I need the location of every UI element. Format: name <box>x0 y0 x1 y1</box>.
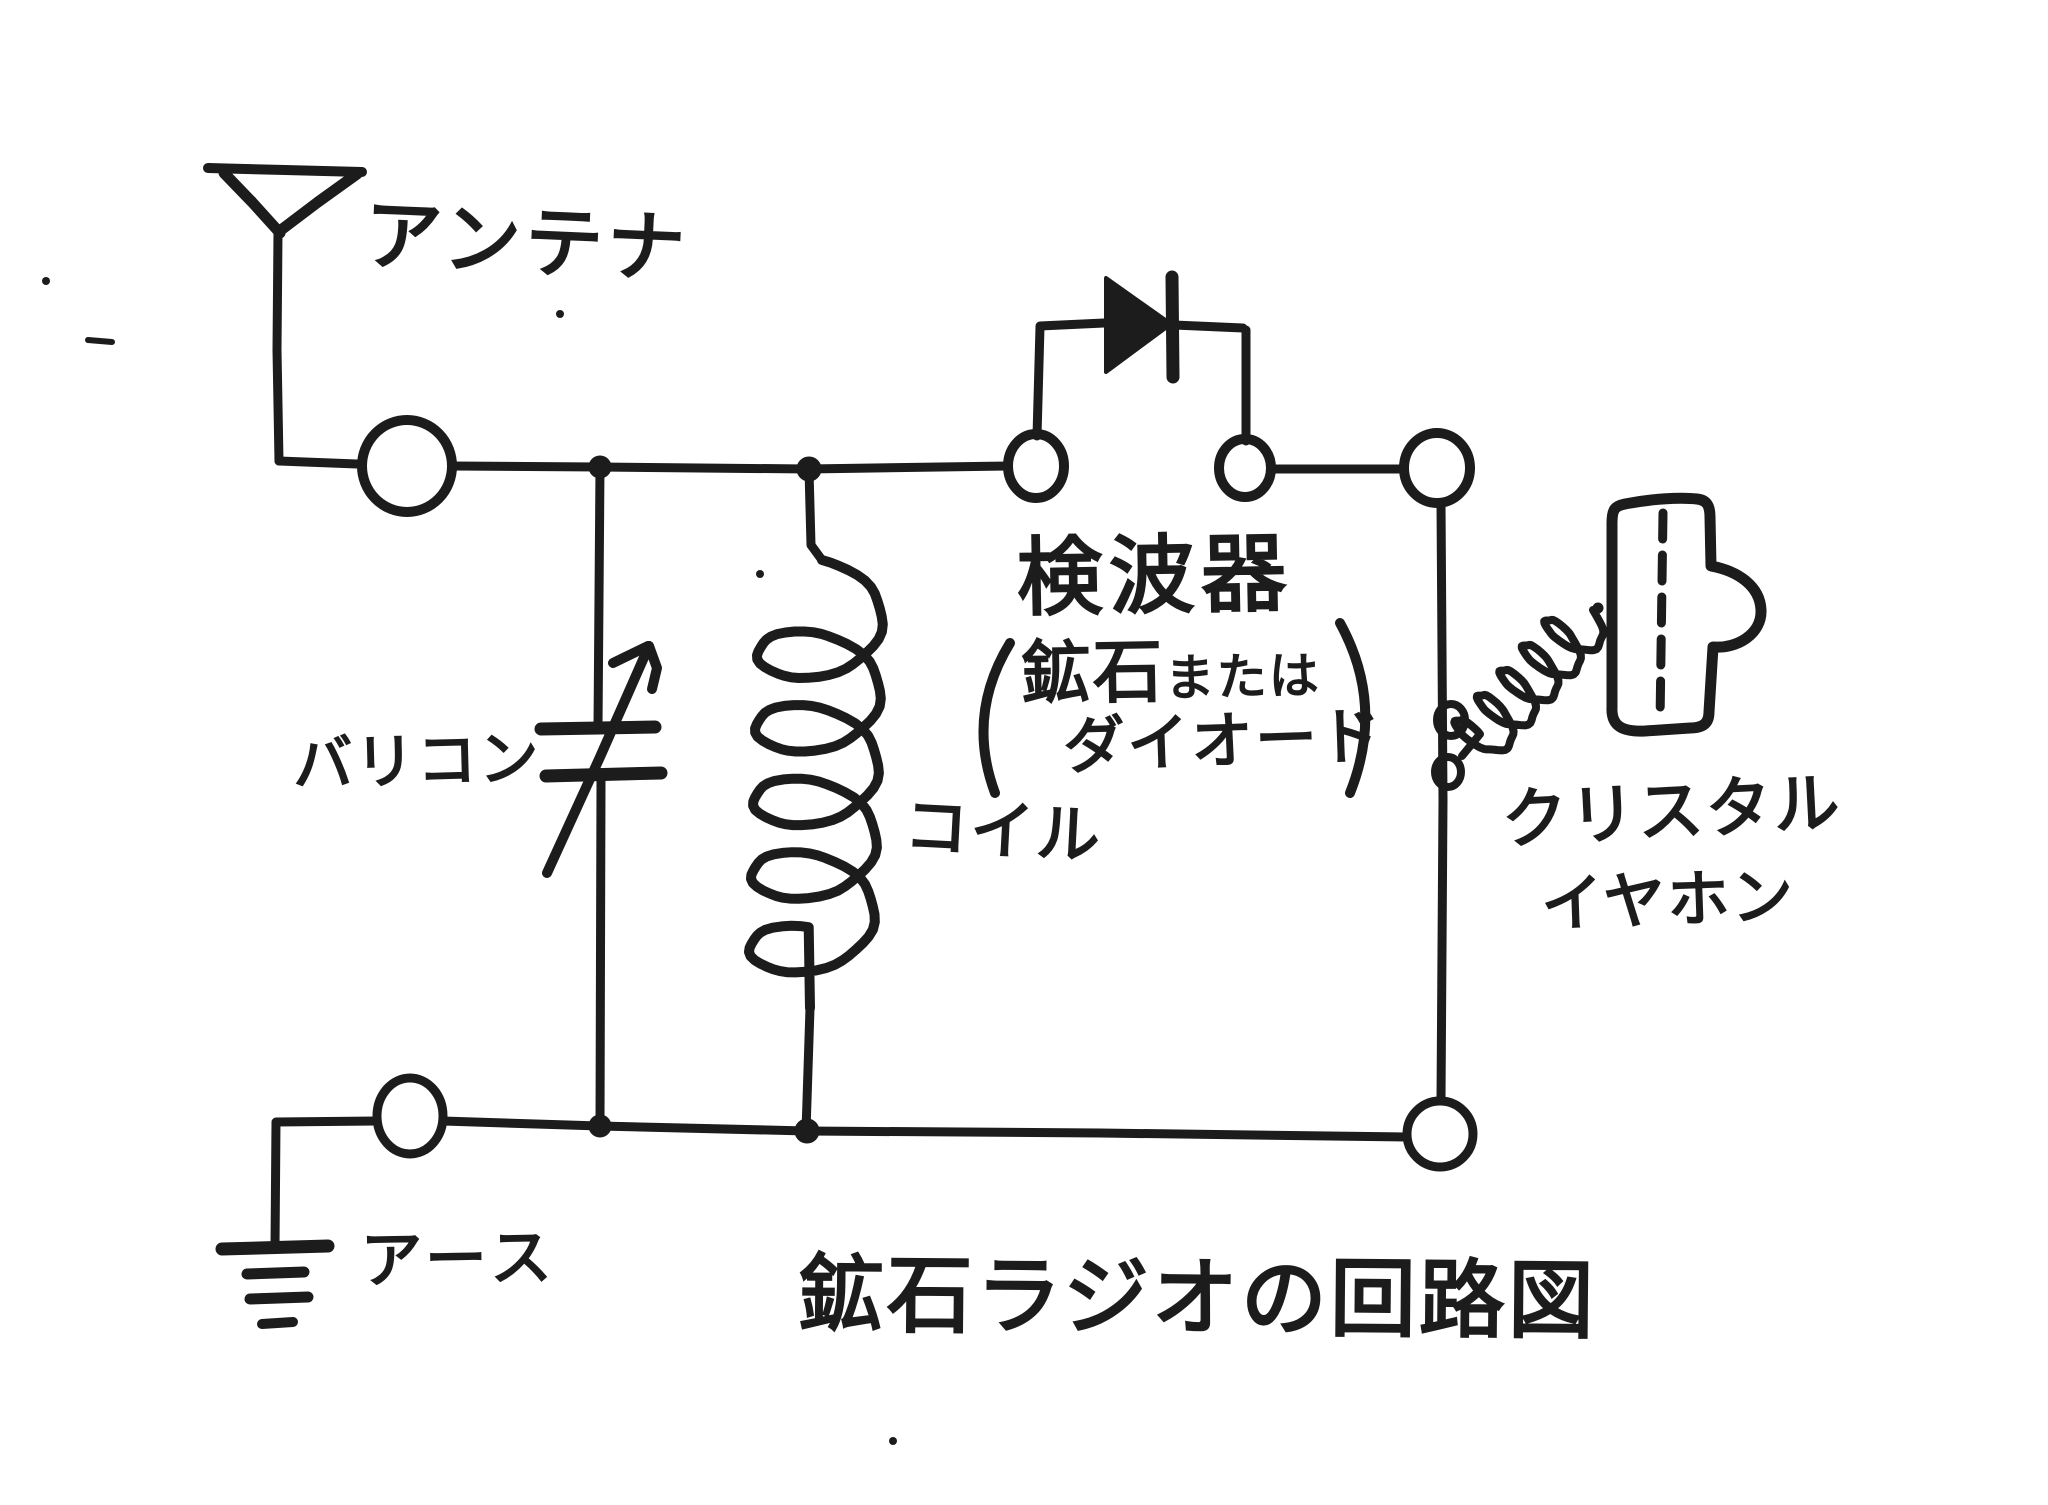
detector-alt-main: 鉱石 <box>1019 630 1166 715</box>
terminal-post <box>1003 429 1069 503</box>
wire <box>595 462 813 474</box>
varicap-arrow-barb-left <box>608 641 653 668</box>
varicap-arrow-barb-right <box>644 641 662 694</box>
parenthesis-left <box>978 638 1015 798</box>
cord-ring <box>1431 753 1465 791</box>
ground-bar-2 <box>241 1266 310 1280</box>
terminal-post <box>1402 1096 1478 1172</box>
antenna-top-line <box>203 163 367 177</box>
earphone-icon <box>1431 492 1767 791</box>
parenthesis-right <box>1335 618 1371 798</box>
diode-cathode-wire <box>1169 320 1248 333</box>
wire <box>803 461 1013 474</box>
terminal-post <box>1214 434 1276 502</box>
earth-label: アース <box>359 1220 559 1297</box>
terminal-post <box>372 1073 448 1159</box>
detector-label: 検波器 <box>1015 524 1294 629</box>
antenna-icon <box>203 163 367 466</box>
ink-speck <box>42 277 50 285</box>
crystal-earphone-label-line1: クリスタル <box>1499 764 1844 859</box>
terminal-post <box>1399 428 1475 508</box>
earphone-body <box>1606 492 1767 737</box>
ground-bar-3 <box>244 1291 314 1305</box>
diode-left-riser <box>1032 322 1045 441</box>
detector-alt-label-line1: 鉱石または <box>1019 630 1322 715</box>
wire <box>270 1116 382 1252</box>
cord-icon <box>1450 606 1608 760</box>
ink-speck <box>756 570 764 578</box>
diode-anode-wire <box>1035 318 1109 331</box>
varicon-label: バリコン <box>291 723 542 800</box>
diode-icon <box>1032 270 1251 446</box>
earphone-dashed-line <box>1655 508 1668 727</box>
ground-bar-1 <box>215 1239 335 1256</box>
wire <box>1436 498 1448 1105</box>
variable-capacitor-icon <box>534 462 668 1131</box>
varicap-top-lead <box>593 462 605 732</box>
antenna-left-line <box>218 167 286 239</box>
coil-bottom-lead <box>801 1003 815 1136</box>
coil-top-lead <box>804 465 827 565</box>
wire <box>447 461 605 472</box>
coil-winding <box>744 555 888 1013</box>
ink-speck <box>556 310 564 318</box>
varicap-plate-bottom <box>539 766 668 783</box>
varicap-arrow-shaft <box>542 641 654 878</box>
ink-speck <box>85 337 115 345</box>
varicap-plate-top <box>534 720 662 736</box>
ground-bar-4 <box>257 1317 298 1329</box>
wire <box>274 456 362 469</box>
varicap-bottom-lead <box>595 775 606 1131</box>
page-title: 鉱石ラジオの回路図 <box>797 1245 1598 1352</box>
terminal-post <box>357 415 457 517</box>
antenna-label: アンテナ <box>362 191 691 296</box>
cord-ring <box>1433 700 1469 740</box>
crystal-earphone-label-line2: イヤホン <box>1539 859 1797 941</box>
coil-icon <box>744 465 888 1136</box>
detector-alt-label-line2: ダイオード <box>1061 698 1385 783</box>
antenna-lead-wire <box>272 228 284 466</box>
wire <box>438 1116 1412 1142</box>
ink-speck <box>889 1437 897 1445</box>
detector-alt-suffix: または <box>1164 646 1322 708</box>
diode-triangle <box>1104 276 1173 374</box>
ground-icon <box>215 1239 335 1329</box>
antenna-right-line <box>275 168 363 236</box>
coil-label: コイル <box>902 790 1104 875</box>
